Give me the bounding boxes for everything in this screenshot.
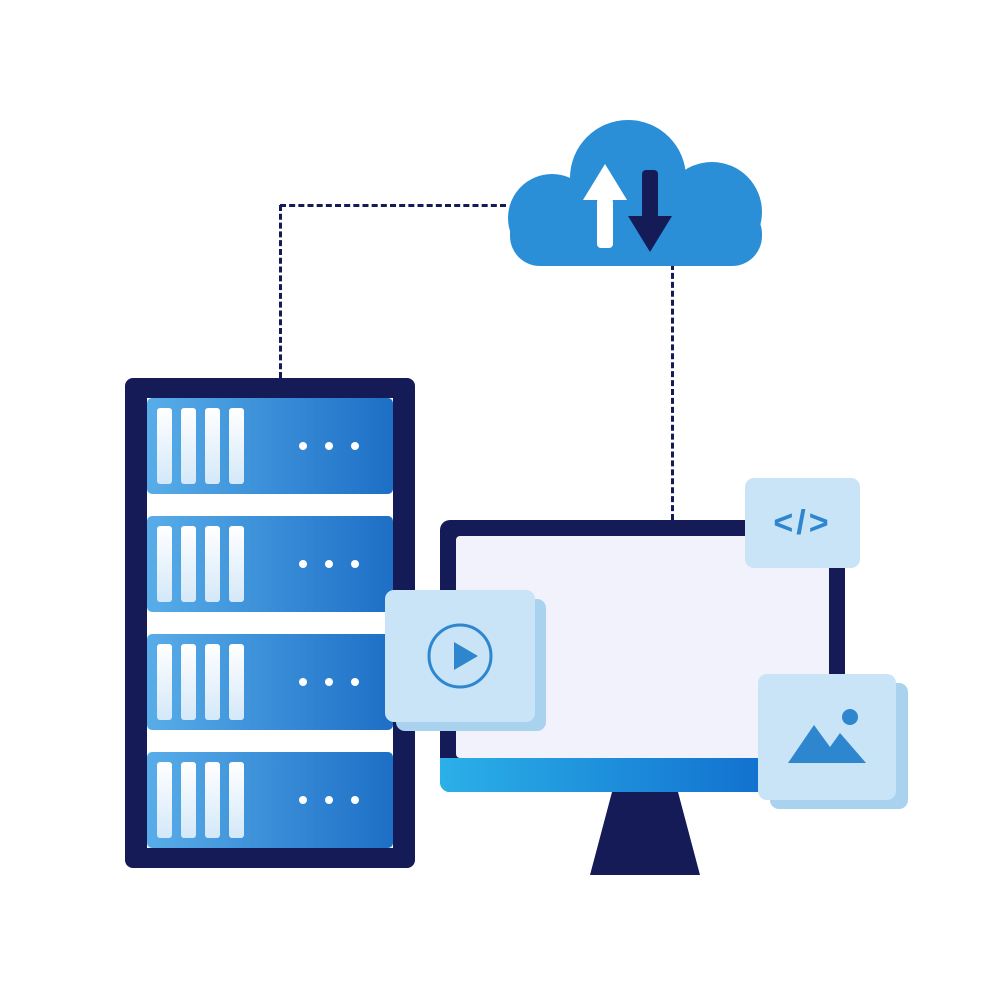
- indicator-dot: [299, 442, 307, 450]
- image-card: [758, 674, 896, 800]
- server-unit: [147, 752, 393, 848]
- server-rack-inner: [147, 398, 393, 848]
- monitor-stand: [590, 792, 700, 875]
- vent-bar: [181, 408, 196, 484]
- indicator-dot: [351, 442, 359, 450]
- indicator-dot: [325, 796, 333, 804]
- indicator-dot: [351, 678, 359, 686]
- indicator-dot: [325, 678, 333, 686]
- cloud-icon: [508, 120, 762, 266]
- vent-bar: [157, 762, 172, 838]
- code-icon: </>: [773, 503, 832, 542]
- vent-bar: [229, 762, 244, 838]
- vent-bar: [181, 762, 196, 838]
- server-unit: [147, 634, 393, 730]
- vent-bar: [229, 526, 244, 602]
- play-icon: [427, 623, 493, 689]
- indicator-dot: [299, 560, 307, 568]
- indicator-dot: [299, 796, 307, 804]
- vent-bar: [157, 644, 172, 720]
- connector-cloud-to-monitor-vertical: [671, 264, 674, 520]
- indicator-dot: [299, 678, 307, 686]
- upload-arrow-icon: [583, 164, 627, 248]
- vent-bar: [229, 408, 244, 484]
- vent-bar: [181, 526, 196, 602]
- image-icon: [788, 709, 866, 763]
- indicator-dot: [351, 560, 359, 568]
- connector-cloud-to-rack-horizontal: [280, 204, 506, 207]
- vent-bar: [205, 644, 220, 720]
- indicator-dot: [351, 796, 359, 804]
- vent-bar: [181, 644, 196, 720]
- server-unit: [147, 398, 393, 494]
- vent-bar: [205, 526, 220, 602]
- indicator-dot: [325, 442, 333, 450]
- indicator-dot: [325, 560, 333, 568]
- server-rack: [125, 378, 415, 868]
- vent-bar: [157, 408, 172, 484]
- server-unit: [147, 516, 393, 612]
- download-arrow-icon: [628, 170, 672, 252]
- code-card: </>: [745, 478, 860, 568]
- vent-bar: [157, 526, 172, 602]
- connector-rack-vertical: [279, 205, 282, 378]
- video-card: [385, 590, 535, 722]
- vent-bar: [205, 408, 220, 484]
- vent-bar: [205, 762, 220, 838]
- vent-bar: [229, 644, 244, 720]
